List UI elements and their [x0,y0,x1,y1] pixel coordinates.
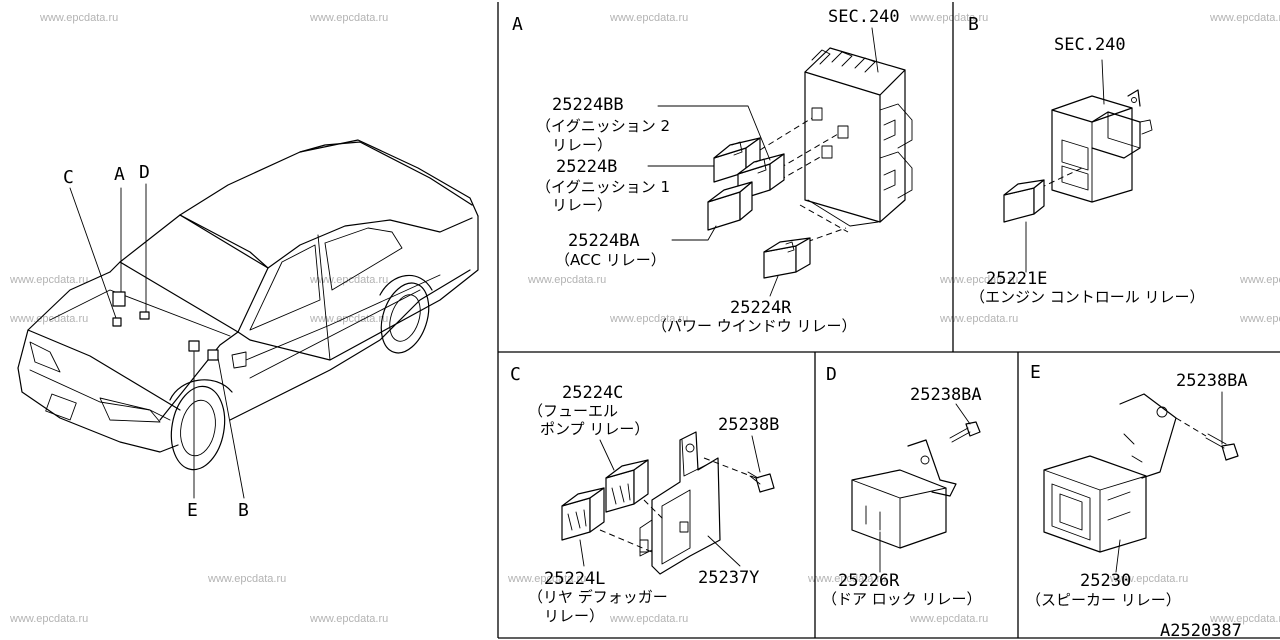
watermark: www.epcdata.ru [807,573,886,585]
relay-location-e [188,340,200,352]
part-desc-25224l-line2: リレー） [544,607,604,625]
part-desc-25224bb-line2: リレー） [552,136,612,154]
screw-25238b [747,471,775,493]
panel-a-section-ref: SEC.240 [828,7,900,27]
panel-d-letter: D [826,364,837,385]
relay-25230 [1043,393,1177,553]
part-number-25224b: 25224B [556,157,617,177]
relay-25221e [1003,179,1045,223]
panel-c-letter: C [510,364,521,385]
watermark: www.epcdata.ru [1239,274,1280,286]
watermark: www.epcdata.ru [609,12,688,24]
watermark: www.epcdata.ru [939,313,1018,325]
relay-location-d [139,311,150,320]
relay-location-c [112,317,122,327]
panel-c: C 25224C （フューエル ポンプ リレー） 25238B 25224L （… [510,364,779,625]
panel-b-letter: B [968,14,979,35]
part-number-25224ba: 25224BA [568,231,640,251]
watermark: www.epcdata.ru [309,313,388,325]
watermark: www.epcdata.ru [1239,313,1280,325]
part-desc-25224ba-line1: （ACC リレー） [555,251,666,269]
panel-d: D 25238BA 25226R （ドア ロック リレー） [822,364,982,608]
watermark: www.epcdata.ru [909,12,988,24]
watermark: www.epcdata.ru [309,12,388,24]
watermark: www.epcdata.ru [9,313,88,325]
callout-e: E [187,500,198,521]
watermark: www.epcdata.ru [1209,12,1280,24]
part-number-25238b: 25238B [718,415,779,435]
watermark: www.epcdata.ru [207,573,286,585]
panel-a: A SEC.240 [512,7,913,335]
part-desc-25224b-line2: リレー） [552,196,612,214]
callout-a: A [114,164,125,185]
bolt-25238ba-e [1205,433,1239,461]
watermark: www.epcdata.ru [1209,613,1280,625]
watermark: www.epcdata.ru [1109,573,1188,585]
part-desc-25224c-line1: （フューエル [528,402,618,420]
watermark: www.epcdata.ru [309,613,388,625]
callout-d: D [139,162,150,183]
relay-location-b [207,349,219,361]
watermark: www.epcdata.ru [527,274,606,286]
bolt-25238ba-d [949,421,981,443]
part-number-25224c: 25224C [562,383,623,403]
watermark: www.epcdata.ru [9,613,88,625]
panel-b: B SEC.240 25221E （エンジン コントロール リレー） [968,14,1205,306]
relay-block [804,47,913,227]
watermark: www.epcdata.ru [609,613,688,625]
relay-holder [1051,89,1153,203]
callout-b: B [238,500,249,521]
panel-frames [497,2,1280,639]
watermarks: www.epcdata.ru www.epcdata.ru www.epcdat… [9,12,1280,625]
relay-25224l [561,487,605,541]
part-number-25221e: 25221E [986,269,1047,289]
watermark: www.epcdata.ru [507,573,586,585]
part-desc-25224b-line1: （イグニッション 1 [536,178,670,196]
part-desc-25224l-line1: （リヤ デフォッガー [528,588,668,606]
watermark: www.epcdata.ru [39,12,118,24]
part-desc-25224r-line1: （パワー ウインドウ リレー） [652,317,857,335]
watermark: www.epcdata.ru [939,274,1018,286]
panel-a-letter: A [512,14,523,35]
relay-location-a [112,291,126,307]
car-illustration [17,139,479,499]
part-number-25237y: 25237Y [698,568,759,588]
relay-25224c [605,459,649,513]
part-desc-25224bb-line1: （イグニッション 2 [536,117,670,135]
relay-25224bb [713,137,761,183]
part-number-25238ba-d: 25238BA [910,385,982,405]
part-number-25230: 25230 [1080,571,1131,591]
watermark: www.epcdata.ru [909,613,988,625]
figure-id: A2520387 [1160,621,1242,640]
part-number-25226r: 25226R [838,571,900,591]
part-number-25224bb: 25224BB [552,95,624,115]
watermark: www.epcdata.ru [609,313,688,325]
watermark: www.epcdata.ru [9,274,88,286]
part-desc-25226r-line1: （ドア ロック リレー） [822,590,982,608]
panel-e-letter: E [1030,362,1041,383]
part-number-25238ba-e: 25238BA [1176,371,1248,391]
part-desc-25221e-line1: （エンジン コントロール リレー） [970,288,1205,306]
relay-25226r [851,439,957,549]
relay-25224ba [707,181,753,231]
car-callouts: C A D E B [63,162,249,521]
part-number-25224r: 25224R [730,298,792,318]
panel-b-section-ref: SEC.240 [1054,35,1126,55]
part-number-25224l: 25224L [544,569,605,589]
relay-bracket [639,431,721,575]
relay-25224r [763,237,811,279]
part-desc-25224c-line2: ポンプ リレー） [540,420,649,438]
callout-c: C [63,167,74,188]
panel-e: E 25238BA 25230 （スピーカー リレー） [1026,362,1248,609]
part-desc-25230-line1: （スピーカー リレー） [1026,591,1181,609]
